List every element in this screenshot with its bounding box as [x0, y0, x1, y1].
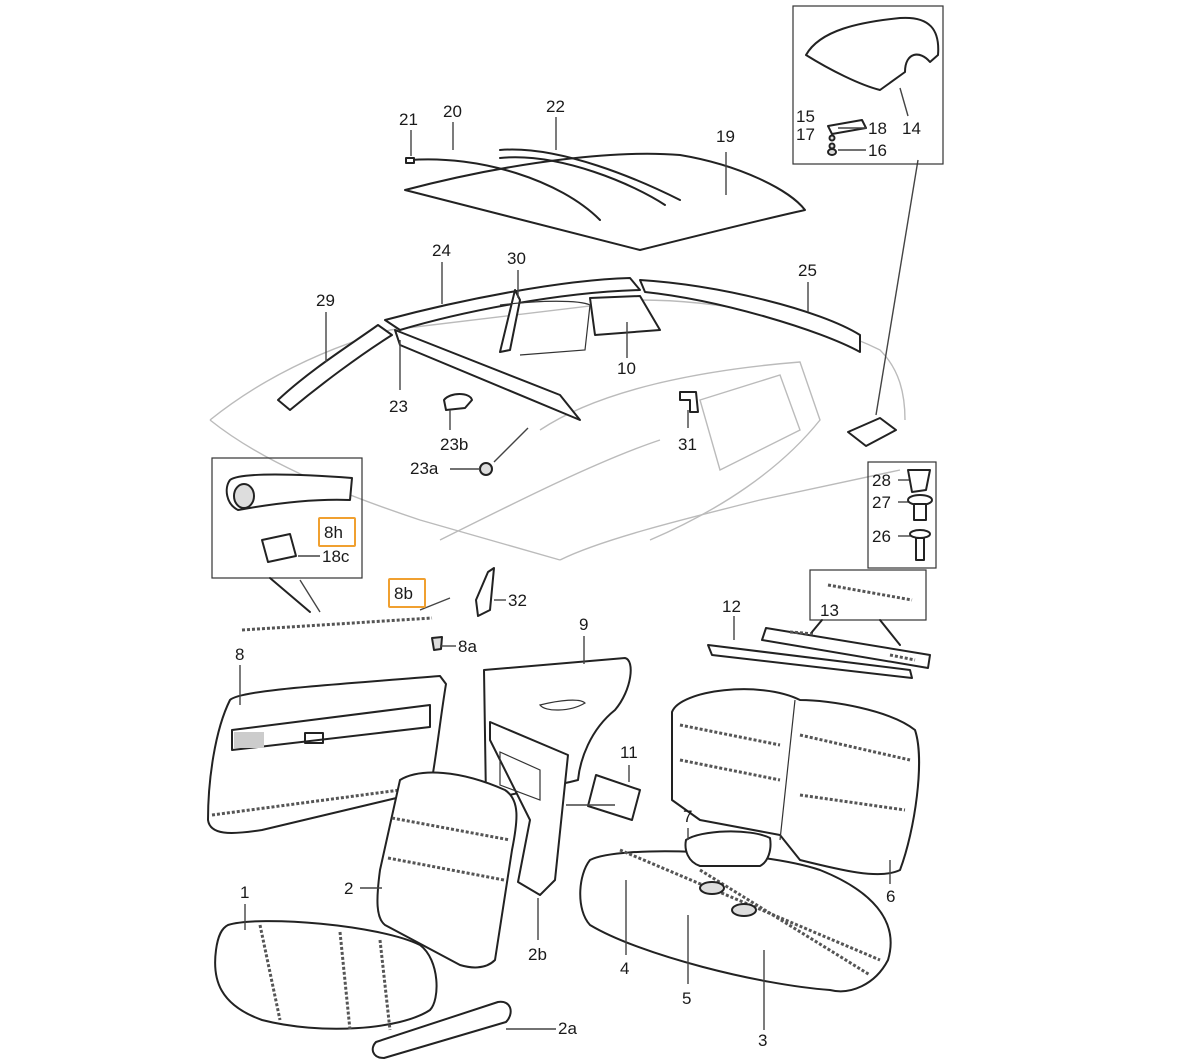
small-trim-parts [431, 391, 699, 651]
label-19: 19 [716, 127, 735, 146]
label-6: 6 [886, 887, 896, 906]
seat-bracket-2b [489, 721, 569, 896]
label-4: 4 [620, 959, 630, 978]
label-7: 7 [683, 807, 693, 826]
label-3: 3 [758, 1031, 768, 1050]
label-29: 29 [316, 291, 335, 310]
label-32: 32 [508, 591, 527, 610]
label-8b: 8b [394, 584, 413, 603]
label-2: 2 [344, 879, 354, 898]
label-25: 25 [798, 261, 817, 280]
highlight-8b [388, 578, 426, 608]
label-2a: 2a [558, 1019, 577, 1038]
door-panel-8 [207, 675, 447, 834]
label-28: 28 [872, 471, 891, 490]
inset-sill-part [809, 569, 927, 646]
inset-clips [867, 461, 937, 569]
label-5: 5 [682, 989, 692, 1008]
label-27: 27 [872, 493, 891, 512]
label-17: 17 [796, 125, 815, 144]
trim-clip-housing [847, 159, 919, 447]
leader-lines [239, 117, 912, 1030]
car-body-outline [209, 299, 906, 561]
weatherstrip-8b [241, 579, 451, 632]
label-10: 10 [617, 359, 636, 378]
roof-panel [404, 148, 806, 251]
label-30: 30 [507, 249, 526, 268]
rear-backrest-6 [671, 688, 920, 876]
label-11: 11 [620, 743, 638, 762]
cover-11 [566, 774, 641, 821]
label-1: 1 [240, 883, 250, 902]
label-8: 8 [235, 645, 245, 664]
front-backrest-2 [376, 771, 518, 969]
label-26: 26 [872, 527, 891, 546]
inset-weatherstrip [211, 457, 363, 613]
label-18c: 18c [322, 547, 350, 566]
highlight-8h [318, 517, 356, 547]
label-16: 16 [868, 141, 887, 160]
label-23a: 23a [410, 459, 439, 478]
label-22: 22 [546, 97, 565, 116]
bracket-2a [371, 1000, 512, 1059]
sill-plate-12 [707, 627, 931, 679]
label-21: 21 [399, 110, 418, 129]
inset-roof-cover [792, 5, 944, 165]
label-8a: 8a [458, 637, 477, 656]
label-15: 15 [796, 107, 815, 126]
label-23b: 23b [440, 435, 469, 454]
label-23: 23 [389, 397, 408, 416]
label-20: 20 [443, 102, 462, 121]
label-18: 18 [868, 119, 887, 138]
label-2b: 2b [528, 945, 547, 964]
front-cushion-1 [214, 920, 438, 1031]
label-31: 31 [678, 435, 697, 454]
armrest-7 [684, 830, 772, 867]
label-9: 9 [579, 615, 589, 634]
label-14: 14 [902, 119, 921, 138]
label-12: 12 [722, 597, 741, 616]
label-8h: 8h [324, 523, 343, 542]
roof-trim-rails [277, 277, 861, 421]
label-13: 13 [820, 601, 839, 620]
label-24: 24 [432, 241, 451, 260]
